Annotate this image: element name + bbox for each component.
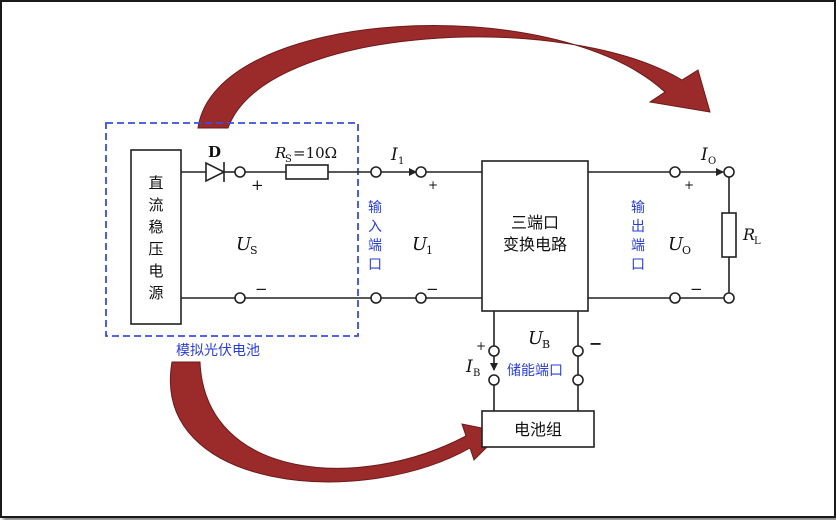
- svg-text:1: 1: [426, 244, 433, 257]
- ub-label: U B: [528, 328, 550, 351]
- converter-label-line2: 变换电路: [503, 235, 567, 254]
- terminal-battery-pos: [488, 374, 500, 386]
- svg-text:R: R: [274, 144, 286, 162]
- svg-text:电: 电: [148, 262, 163, 280]
- svg-text:端: 端: [631, 238, 645, 254]
- svg-text:R: R: [742, 225, 755, 244]
- converter-label-line1: 三端口: [511, 213, 559, 232]
- terminal-rl-top: [723, 166, 735, 178]
- output-port-label: 输 出 端 口: [631, 200, 645, 273]
- converter-box: [481, 160, 589, 312]
- svg-text:S: S: [285, 154, 292, 165]
- dc-source-label: 直 流 稳 压 电 源: [148, 174, 163, 302]
- svg-text:直: 直: [148, 174, 163, 192]
- svg-text:1: 1: [398, 156, 404, 167]
- storage-minus-sign: −: [589, 334, 602, 353]
- svg-text:稳: 稳: [148, 218, 163, 236]
- input-minus-sign: −: [426, 280, 439, 298]
- us-minus-sign: −: [255, 280, 268, 298]
- svg-text:L: L: [754, 236, 761, 247]
- battery-box: [481, 410, 595, 448]
- terminal-uo-neg: [669, 292, 681, 304]
- svg-text:输: 输: [631, 200, 645, 216]
- svg-text:O: O: [708, 156, 716, 167]
- svg-text:=10Ω: =10Ω: [293, 144, 337, 162]
- svg-text:压: 压: [148, 240, 163, 258]
- svg-text:U: U: [528, 328, 544, 349]
- svg-text:O: O: [682, 244, 691, 257]
- uo-label: U O: [668, 234, 691, 257]
- us-plus-sign: +: [251, 176, 264, 194]
- input-plus-sign: +: [428, 178, 438, 192]
- battery-label: 电池组: [514, 420, 562, 439]
- svg-text:I: I: [465, 357, 473, 377]
- terminal-u1-neg: [415, 292, 427, 304]
- ib-label: I B: [465, 357, 480, 379]
- svg-text:U: U: [236, 234, 252, 255]
- svg-text:端: 端: [368, 238, 382, 254]
- rs-label: R S =10Ω: [274, 144, 337, 165]
- svg-text:B: B: [473, 368, 480, 379]
- terminal-input-pos: [370, 166, 382, 178]
- u1-label: U 1: [412, 234, 433, 257]
- diode-label: D: [208, 143, 221, 161]
- dc-source-box: [130, 149, 182, 325]
- output-minus-sign: −: [690, 280, 703, 298]
- terminal-us-plus: [234, 166, 246, 178]
- pv-label: 模拟光伏电池: [176, 343, 260, 359]
- output-plus-sign: +: [684, 178, 694, 192]
- svg-text:流: 流: [148, 196, 163, 214]
- svg-text:U: U: [412, 234, 428, 255]
- pv-dashed-box: [105, 122, 359, 337]
- svg-text:入: 入: [368, 219, 382, 235]
- i1-label: I 1: [390, 145, 404, 167]
- svg-text:出: 出: [631, 219, 645, 235]
- storage-plus-sign: +: [476, 339, 486, 353]
- svg-text:源: 源: [148, 284, 163, 302]
- svg-text:I: I: [390, 145, 398, 165]
- bottom-curved-arrow: [169, 361, 504, 483]
- terminal-us-minus: [234, 292, 246, 304]
- terminal-uo-pos: [669, 166, 681, 178]
- svg-text:输: 输: [368, 200, 382, 216]
- terminal-battery-neg: [572, 374, 584, 386]
- terminal-input-neg: [370, 292, 382, 304]
- terminal-ub-pos: [488, 345, 500, 357]
- rl-resistor: [721, 212, 737, 258]
- svg-text:U: U: [668, 234, 684, 255]
- io-label: I O: [700, 145, 716, 167]
- diode-symbol: [205, 161, 226, 183]
- terminal-rl-bottom: [723, 292, 735, 304]
- terminal-u1-pos: [415, 166, 427, 178]
- svg-text:B: B: [542, 338, 550, 351]
- input-port-label: 输 入 端 口: [368, 200, 382, 273]
- top-curved-arrow: [197, 25, 711, 129]
- svg-text:S: S: [250, 244, 258, 257]
- us-label: U S: [236, 234, 258, 257]
- rs-resistor: [285, 164, 329, 180]
- svg-text:口: 口: [631, 257, 645, 273]
- rl-label: R L: [742, 225, 761, 247]
- storage-port-label: 储能端口: [507, 363, 563, 379]
- svg-text:口: 口: [368, 257, 382, 273]
- terminal-ub-neg: [572, 345, 584, 357]
- svg-text:I: I: [700, 145, 708, 165]
